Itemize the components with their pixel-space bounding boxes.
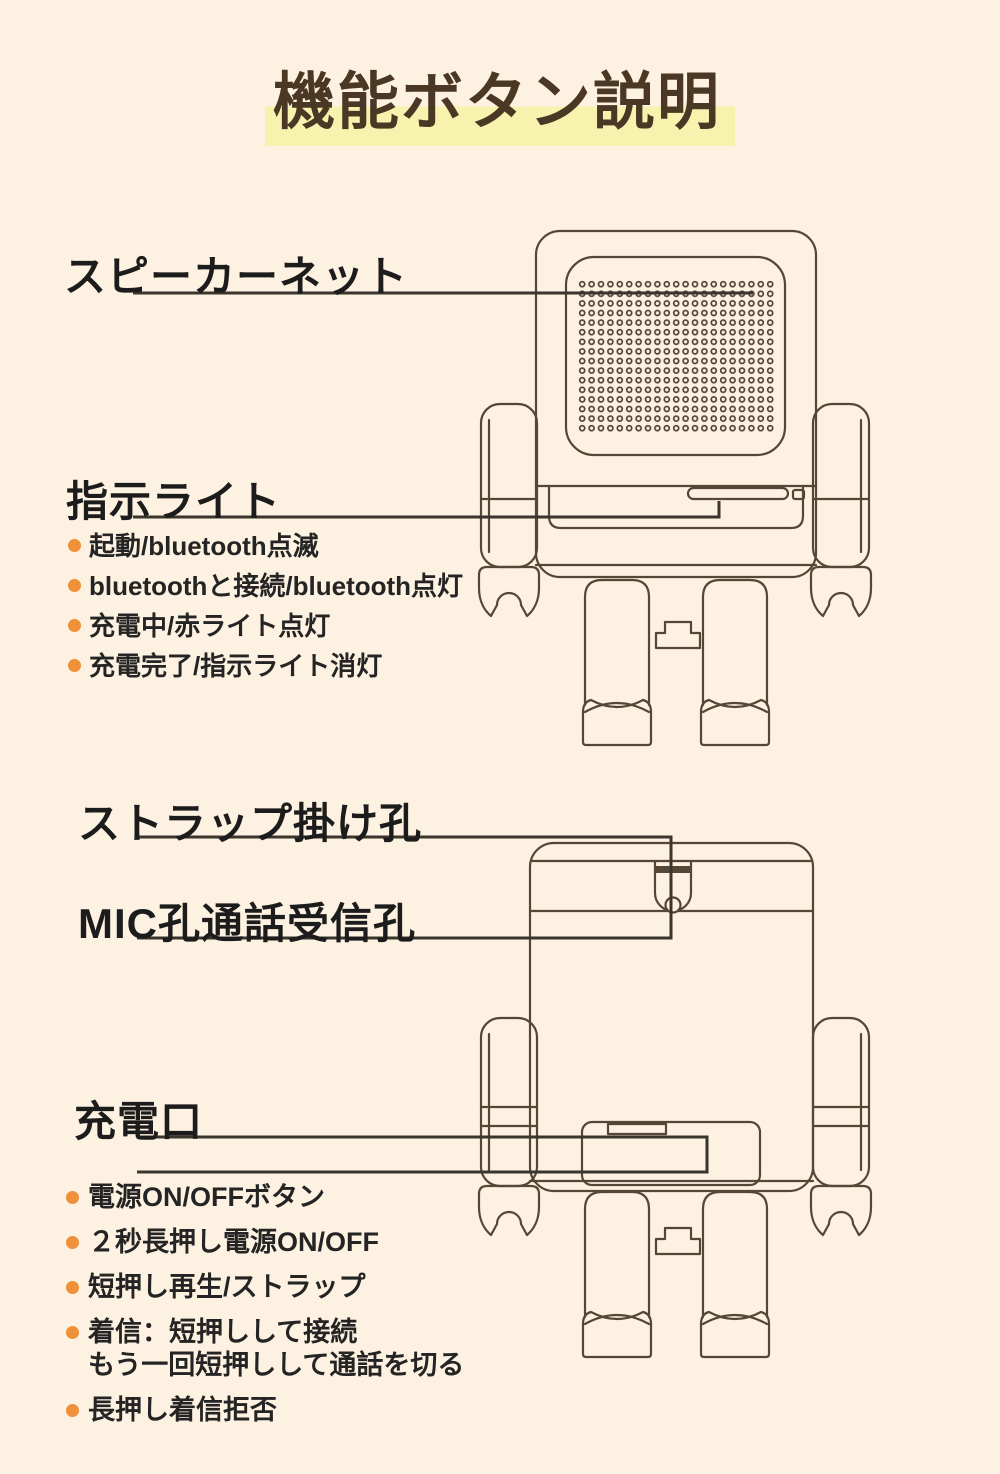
bullet-dot-icon [68,619,81,632]
label-charge-port: 充電口 [74,1098,204,1145]
list-item-text: 電源ON/OFFボタン [88,1182,325,1212]
list-item-text: 充電中/赤ライト点灯 [89,611,331,641]
left-claw-hand [477,565,541,618]
bullet-dot-icon [66,1326,79,1339]
list-item: 着信：短押しして接続 もう一回短押しして通話を切る [66,1316,464,1382]
indicator-led [791,488,806,501]
list-item-text: 長押し着信拒否 [88,1395,277,1425]
mic-hole [664,896,682,914]
list-item-text: bluetoothと接続/bluetooth点灯 [89,571,464,601]
list-item: 短押し再生/ストラップ [66,1271,464,1304]
list-item: 起動/bluetooth点滅 [68,529,463,563]
label-indicator-light: 指示ライト [66,478,282,525]
list-item: 充電中/赤ライト点灯 [68,609,463,643]
list-item-text: ２秒長押し電源ON/OFF [88,1227,379,1257]
charge-port-notes-list: 電源ON/OFFボタン ２秒長押し電源ON/OFF 短押し再生/ストラップ 着信… [66,1181,464,1439]
bullet-dot-icon [68,579,81,592]
right-claw-hand [809,565,873,618]
list-item: 電源ON/OFFボタン [66,1181,464,1214]
robot-back-view-drawing [477,841,873,1359]
list-item-text: 充電完了/指示ライト消灯 [89,651,383,681]
left-claw-hand [477,1184,541,1237]
speaker-grille-dots [578,280,774,432]
bullet-dot-icon [66,1236,79,1249]
bullet-dot-icon [66,1191,79,1204]
speaker-frame [564,255,787,457]
charge-hatch [580,1120,762,1187]
right-leg [701,1190,769,1319]
list-item-text: 起動/bluetooth点滅 [89,531,319,561]
list-item-text: 着信：短押しして接続 もう一回短押しして通話を切る [88,1317,465,1380]
robot-front-view-drawing [477,229,873,747]
crotch-bracket [654,1226,702,1256]
left-leg [583,578,651,707]
bullet-dot-icon [66,1404,79,1417]
bullet-dot-icon [68,539,81,552]
bullet-dot-icon [68,659,81,672]
list-item-text: 短押し再生/ストラップ [88,1272,366,1302]
label-mic-hole: MIC孔通話受信孔 [78,900,416,947]
page-title-wrap: 機能ボタン説明 [0,64,1000,146]
left-leg [583,1190,651,1319]
list-item: 長押し着信拒否 [66,1394,464,1427]
list-item: 充電完了/指示ライト消灯 [68,649,463,683]
robot-body [534,229,818,579]
strap-and-mic-leader-lines [137,835,673,940]
list-item: bluetoothと接続/bluetooth点灯 [68,569,463,603]
label-strap-hole: ストラップ掛け孔 [78,800,423,847]
label-speaker-net: スピーカーネット [64,253,409,300]
crotch-bracket [654,620,702,650]
right-claw-hand [809,1184,873,1237]
charge-port-slot [606,1122,668,1136]
page-title: 機能ボタン説明 [264,64,735,146]
charge-port-leader-lines [137,1135,709,1174]
bullet-dot-icon [66,1281,79,1294]
indicator-light-slot [686,486,790,501]
indicator-light-notes-list: 起動/bluetooth点滅 bluetoothと接続/bluetooth点灯 … [68,529,463,689]
indicator-light-leader-line [133,501,721,519]
right-leg [701,578,769,707]
list-item: ２秒長押し電源ON/OFF [66,1226,464,1259]
